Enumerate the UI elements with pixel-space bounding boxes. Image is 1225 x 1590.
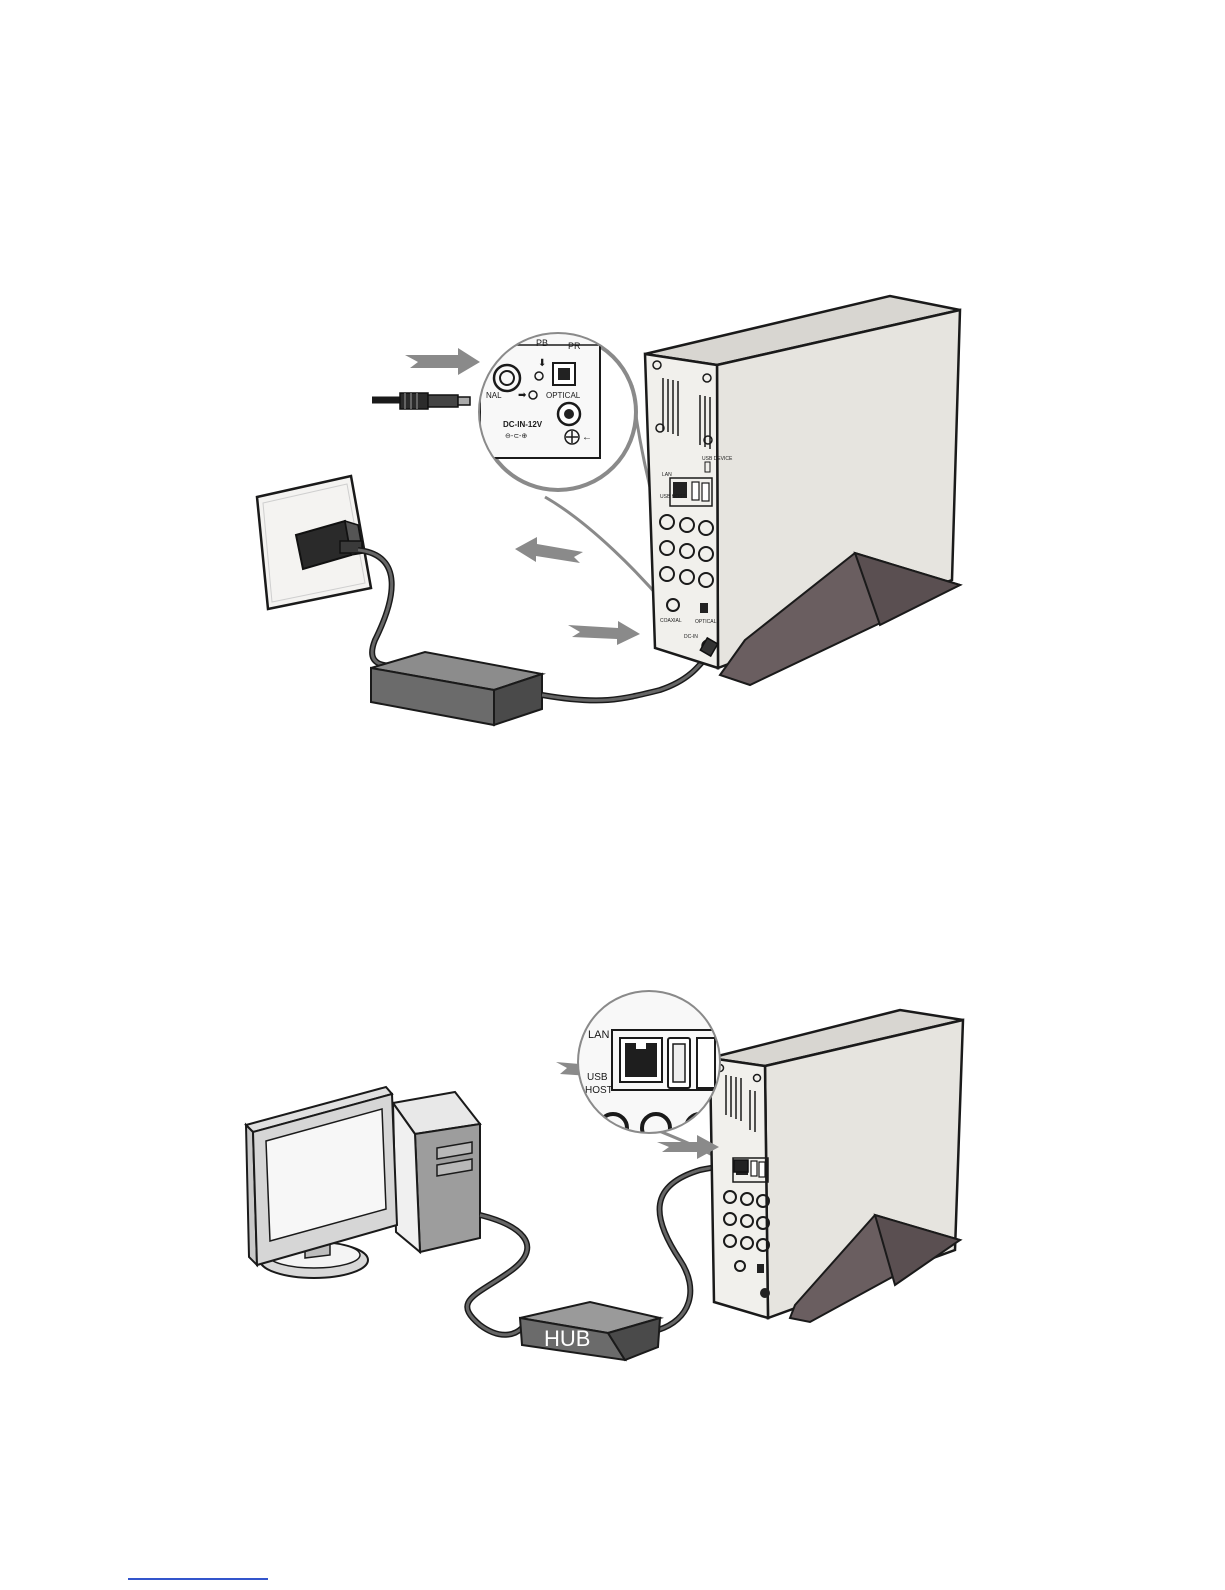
- device-label-optical: OPTICAL: [695, 619, 717, 625]
- zoom-label-host: HOST: [585, 1085, 613, 1096]
- figure-power-connection: USB DEVICE LAN USB HOST COAXIAL OPTICAL …: [257, 296, 960, 725]
- hub-label: HUB: [544, 1326, 590, 1351]
- arrow-right-icon: [405, 348, 480, 375]
- wall-outlet: [257, 476, 371, 609]
- zoom-label-nal: NAL: [486, 391, 502, 400]
- zoom-label-dc-in: DC-IN-12V: [503, 420, 543, 429]
- dc-plug: [372, 393, 470, 409]
- zoom-detail-dc-in: ⬇ ➡ ← PB PR OPTICAL NAL DC-IN-12V ⊖-⊂-⊕: [480, 330, 636, 490]
- device-label-usb-device: USB DEVICE: [702, 456, 733, 462]
- zoom-label-pr: PR: [568, 341, 581, 351]
- device-label-dc-in: DC-IN: [684, 634, 698, 640]
- footer-rule: [128, 1578, 268, 1580]
- computer-monitor: [246, 1087, 397, 1278]
- svg-text:←: ←: [582, 432, 592, 443]
- device-label-lan: LAN: [662, 472, 672, 478]
- device-label-coaxial: COAXIAL: [660, 618, 682, 624]
- media-player-device-2: [710, 1010, 963, 1322]
- zoom-label-optical: OPTICAL: [546, 391, 581, 400]
- zoom-label-lan: LAN: [588, 1029, 609, 1041]
- figure-network-connection: HUB: [246, 990, 963, 1360]
- zoom-detail-lan: LAN USB HOST: [575, 990, 725, 1142]
- zoom-label-pb: PB: [536, 338, 548, 348]
- zoom-label-usb: USB: [587, 1072, 608, 1083]
- zoom-label-dc-symbol: ⊖-⊂-⊕: [505, 433, 527, 440]
- arrow-left-icon: [515, 537, 583, 563]
- computer-tower: [393, 1092, 480, 1252]
- device-label-usb-host: USB HOST: [660, 494, 686, 500]
- arrow-down-icon: ⬇: [538, 358, 546, 369]
- network-hub: HUB: [520, 1302, 660, 1360]
- arrow-right-icon: [657, 1135, 719, 1159]
- power-adapter: [371, 652, 542, 725]
- media-player-device: USB DEVICE LAN USB HOST COAXIAL OPTICAL …: [645, 296, 960, 685]
- arrow-right-icon: [568, 621, 640, 645]
- arrow-right-small-icon: ➡: [518, 390, 527, 401]
